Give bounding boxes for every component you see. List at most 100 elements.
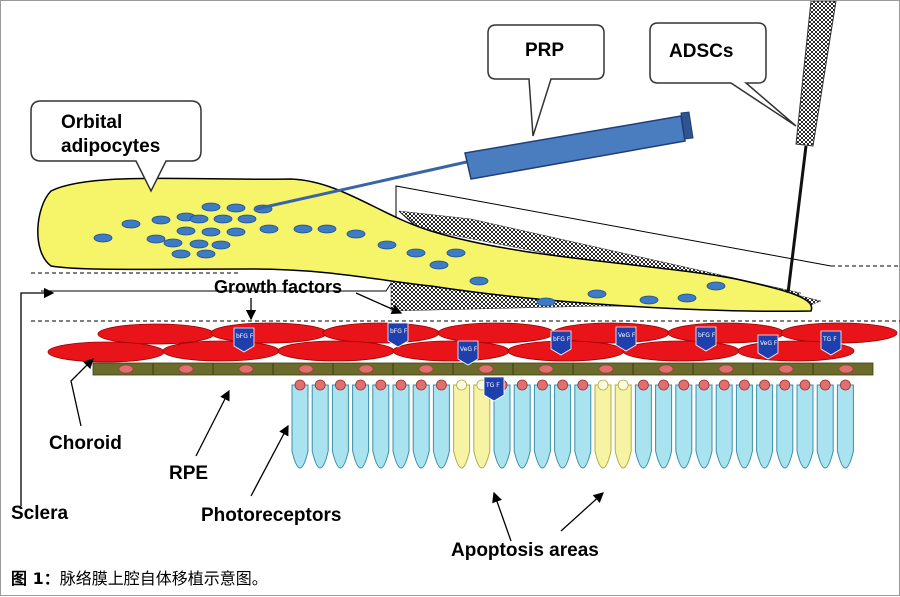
adipocyte-cell (213, 214, 233, 224)
photoreceptor-nucleus (557, 379, 568, 391)
rpe-label: RPE (169, 463, 208, 484)
photoreceptor-cell (735, 384, 753, 469)
rpe-nucleus (418, 364, 434, 374)
growth-factor-tag: bFG F (387, 322, 409, 348)
rpe-nucleus (478, 364, 494, 374)
rpe-nucleus (118, 364, 134, 374)
caption-text: 脉络膜上腔自体移植示意图。 (59, 569, 268, 588)
photoreceptor-cell (715, 384, 733, 469)
growth-factor-tag: VeG F (457, 340, 479, 366)
growth-factor-tag-text: bFG F (390, 328, 408, 335)
rpe-nucleus (238, 364, 254, 374)
photoreceptor-layer (291, 379, 854, 469)
rpe-nucleus (658, 364, 674, 374)
rpe-arrow (195, 389, 230, 457)
photoreceptor-nucleus (658, 379, 669, 391)
photoreceptor-cell (412, 384, 430, 469)
adsc-needle-tip (786, 145, 808, 294)
photoreceptor-cell (533, 384, 551, 469)
apoptotic-photoreceptor (453, 384, 471, 469)
photoreceptor-nucleus (294, 379, 306, 391)
orbital-adipocytes-callout: Orbital adipocytes (30, 100, 202, 193)
photoreceptor-cell (655, 384, 673, 469)
prp-label: PRP (525, 40, 564, 61)
photoreceptor-nucleus (314, 379, 326, 391)
adipocyte-cell (377, 240, 397, 250)
photoreceptor-cell (776, 384, 794, 469)
rpe-nucleus (838, 364, 854, 374)
photoreceptor-nucleus (435, 379, 447, 391)
photoreceptor-nucleus (718, 379, 730, 391)
prp-syringe (464, 111, 694, 180)
photoreceptor-cell (756, 384, 774, 469)
photoreceptor-cell (554, 384, 572, 469)
adipocyte-cell (163, 238, 183, 248)
choroid-vessel (392, 340, 510, 362)
adscs-callout: ADSCs (649, 22, 797, 127)
photoreceptor-cell (574, 384, 592, 469)
photoreceptor-cell (372, 384, 390, 469)
choroid-vessel (277, 340, 395, 362)
caption-prefix: 图 1： (11, 569, 60, 588)
growth-factor-tag: VeG F (615, 326, 637, 352)
photoreceptor-cell (493, 384, 511, 469)
choroid-layer (47, 322, 898, 363)
adipocyte-cell (446, 248, 466, 258)
growth-factor-tag-text: bFG F (698, 332, 716, 339)
adipocyte-cell (237, 214, 257, 224)
photoreceptor-nucleus (617, 379, 629, 391)
adipocyte-cell (587, 289, 607, 299)
growth-factor-tag-text: TG F (822, 336, 837, 343)
photoreceptor-cell (816, 384, 834, 469)
photoreceptor-nucleus (840, 379, 851, 391)
growth-factor-tag-text: VeG F (760, 340, 778, 347)
photoreceptor-nucleus (799, 379, 811, 391)
sclera-arrow (20, 287, 55, 506)
adipocyte-cell (93, 233, 113, 243)
choroid-arrow (70, 358, 94, 427)
photoreceptor-nucleus (597, 379, 609, 391)
photoreceptor-cell (513, 384, 531, 469)
rpe-nucleus (358, 364, 374, 374)
adipocyte-cell (536, 297, 556, 307)
adipocyte-cell (189, 239, 209, 249)
photoreceptor-cell (432, 384, 450, 469)
photoreceptor-nucleus (759, 379, 770, 391)
photoreceptor-nucleus (355, 379, 367, 391)
photoreceptor-nucleus (779, 379, 791, 391)
adscs-label: ADSCs (669, 41, 733, 62)
photoreceptor-nucleus (698, 379, 710, 391)
photoreceptor-cell (695, 384, 713, 469)
apoptosis-arrow-right (560, 492, 604, 532)
adipocyte-cell (226, 227, 246, 237)
growth-factor-tag-text: VeG F (460, 346, 478, 353)
apoptotic-photoreceptor (473, 384, 491, 469)
adipocyte-cell (259, 224, 279, 234)
photoreceptor-cell (311, 384, 329, 469)
adipocyte-cell (639, 295, 659, 305)
photoreceptor-cell (634, 384, 652, 469)
apoptosis-arrow-left (492, 491, 512, 542)
photoreceptor-nucleus (819, 379, 831, 391)
growth-factor-tag-text: bFG F (236, 333, 254, 340)
adipocyte-cell (151, 215, 171, 225)
adsc-needle-barrel (795, 1, 837, 147)
choroid-vessel (162, 340, 280, 362)
photoreceptor-nucleus (456, 379, 468, 391)
orbital-label-line2: adipocytes (61, 136, 160, 157)
rpe-nucleus (598, 364, 614, 374)
rpe-nucleus (178, 364, 194, 374)
growth-factor-tag: TG F (820, 330, 842, 356)
photoreceptor-cell (291, 384, 309, 469)
growth-factor-tag: bFG F (550, 330, 572, 356)
adipocyte-cell (171, 249, 191, 259)
choroid-vessel (622, 340, 740, 362)
prp-callout: PRP (487, 24, 605, 137)
prp-needle (255, 159, 472, 211)
photoreceptor-cell (392, 384, 410, 469)
sclera-label: Sclera (11, 503, 68, 524)
rpe-nucleus (778, 364, 794, 374)
rpe-nuclei (118, 364, 854, 374)
